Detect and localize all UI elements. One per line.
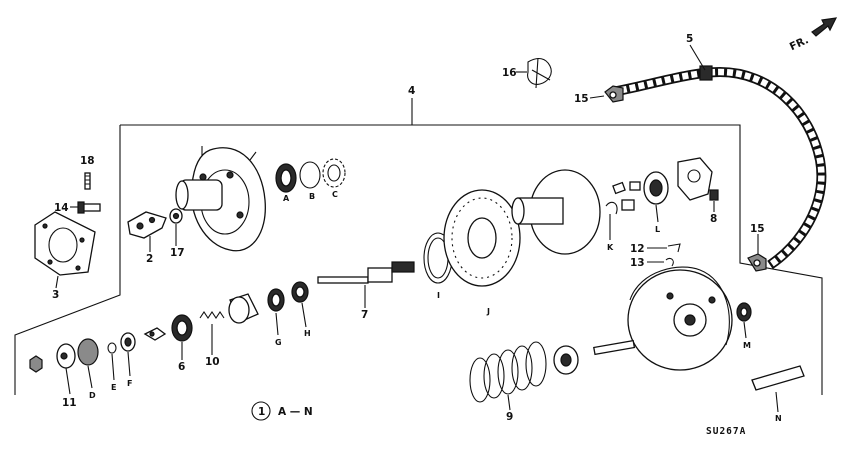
valve-body [228, 293, 259, 324]
callout-3: 3 [52, 289, 59, 301]
part-e-f-link [143, 327, 167, 341]
legend-text: A — N [278, 406, 313, 418]
spring-10 [199, 311, 225, 319]
clevis-2 [127, 211, 167, 239]
leader-g [275, 312, 279, 336]
valve-rod-7 [317, 261, 415, 284]
booster-front-shell [175, 146, 266, 252]
mounting-gasket [34, 211, 96, 276]
part-n [751, 365, 805, 391]
hose-clip-16 [527, 57, 552, 89]
nut-17 [169, 208, 183, 224]
callout-7: 7 [361, 309, 368, 321]
valve-l [643, 171, 669, 205]
hose-clip-15-lower [747, 253, 767, 272]
group-bracket-4 [120, 124, 823, 395]
callout-13: 13 [630, 257, 645, 269]
callout-11: 11 [62, 397, 77, 409]
callout-4: 4 [408, 85, 415, 97]
part-f [120, 332, 136, 352]
callout-b: B [309, 192, 315, 201]
leader-m [743, 321, 747, 339]
vacuum-hose [611, 65, 827, 270]
booster-rear-shell [627, 266, 733, 371]
leader-n [775, 391, 779, 413]
callout-6: 6 [178, 361, 185, 373]
ring-b [299, 161, 321, 189]
drawing-code: SU267A [706, 426, 746, 437]
front-direction-arrow: FR. [788, 17, 838, 53]
push-rod [593, 339, 636, 356]
callout-18: 18 [80, 155, 95, 167]
washer-11 [56, 343, 76, 369]
leader-15-upper [589, 95, 605, 99]
hose-clip-15-upper [604, 85, 624, 103]
group-bracket-lower [14, 125, 121, 395]
diaphragm-spring-9 [469, 341, 547, 403]
callout-8: 8 [710, 213, 717, 225]
leader-5 [689, 44, 706, 71]
callout-f: F [127, 379, 132, 388]
callout-2: 2 [146, 253, 153, 265]
callout-14: 14 [54, 202, 69, 214]
bolt-14 [77, 201, 101, 214]
callout-j: J [486, 307, 490, 316]
callout-g: G [275, 338, 282, 347]
callout-a: A [283, 194, 290, 203]
screw-8 [709, 189, 719, 201]
legend-circle [251, 401, 271, 421]
leader-l [655, 204, 659, 223]
valve-cover [677, 157, 713, 201]
leader-3 [55, 275, 59, 289]
callout-k: K [607, 243, 614, 252]
front-label: FR. [788, 34, 811, 53]
callout-e: E [111, 383, 116, 392]
clip-12 [667, 243, 681, 253]
nut-1 [29, 355, 43, 373]
callout-i: I [437, 291, 440, 300]
leader-9 [507, 394, 511, 411]
leader-h [301, 302, 307, 328]
spring-retainer [553, 345, 579, 375]
callout-n: N [775, 414, 782, 423]
callout-l: L [655, 225, 660, 234]
key-pieces [612, 181, 641, 211]
callout-m: M [743, 341, 751, 350]
part-h [291, 281, 309, 303]
callout-1: 1 [258, 406, 265, 418]
callout-15-lower: 15 [750, 223, 765, 235]
callout-5: 5 [686, 33, 693, 45]
callout-10: 10 [205, 356, 220, 368]
callout-16: 16 [502, 67, 517, 79]
leader-f [127, 351, 131, 377]
snap-ring-c [322, 158, 346, 188]
leader-11 [65, 367, 71, 395]
plate-d [77, 338, 99, 366]
callout-15-upper: 15 [574, 93, 589, 105]
callout-12: 12 [630, 243, 645, 255]
seal-a [275, 163, 297, 193]
callout-d: D [89, 391, 96, 400]
hose-clamp [699, 65, 713, 81]
part-g [267, 288, 285, 312]
callout-c: C [332, 190, 338, 199]
diaphragm-k-body [511, 169, 601, 255]
pin-18 [84, 172, 91, 190]
callout-17: 17 [170, 247, 185, 259]
callout-labels: 1 2 3 4 5 6 7 8 9 10 11 12 13 14 15 15 1… [52, 33, 782, 423]
part-e [107, 342, 117, 354]
leader-d [87, 365, 93, 389]
leader-e [111, 353, 115, 381]
part-6 [171, 314, 193, 342]
seal-m [736, 302, 752, 322]
callout-9: 9 [506, 411, 513, 423]
callout-h: H [304, 329, 311, 338]
legend: A — N [251, 401, 313, 421]
snap-ring-k [605, 201, 618, 215]
diaphragm-plate-j [443, 189, 521, 287]
clip-13 [665, 257, 674, 267]
